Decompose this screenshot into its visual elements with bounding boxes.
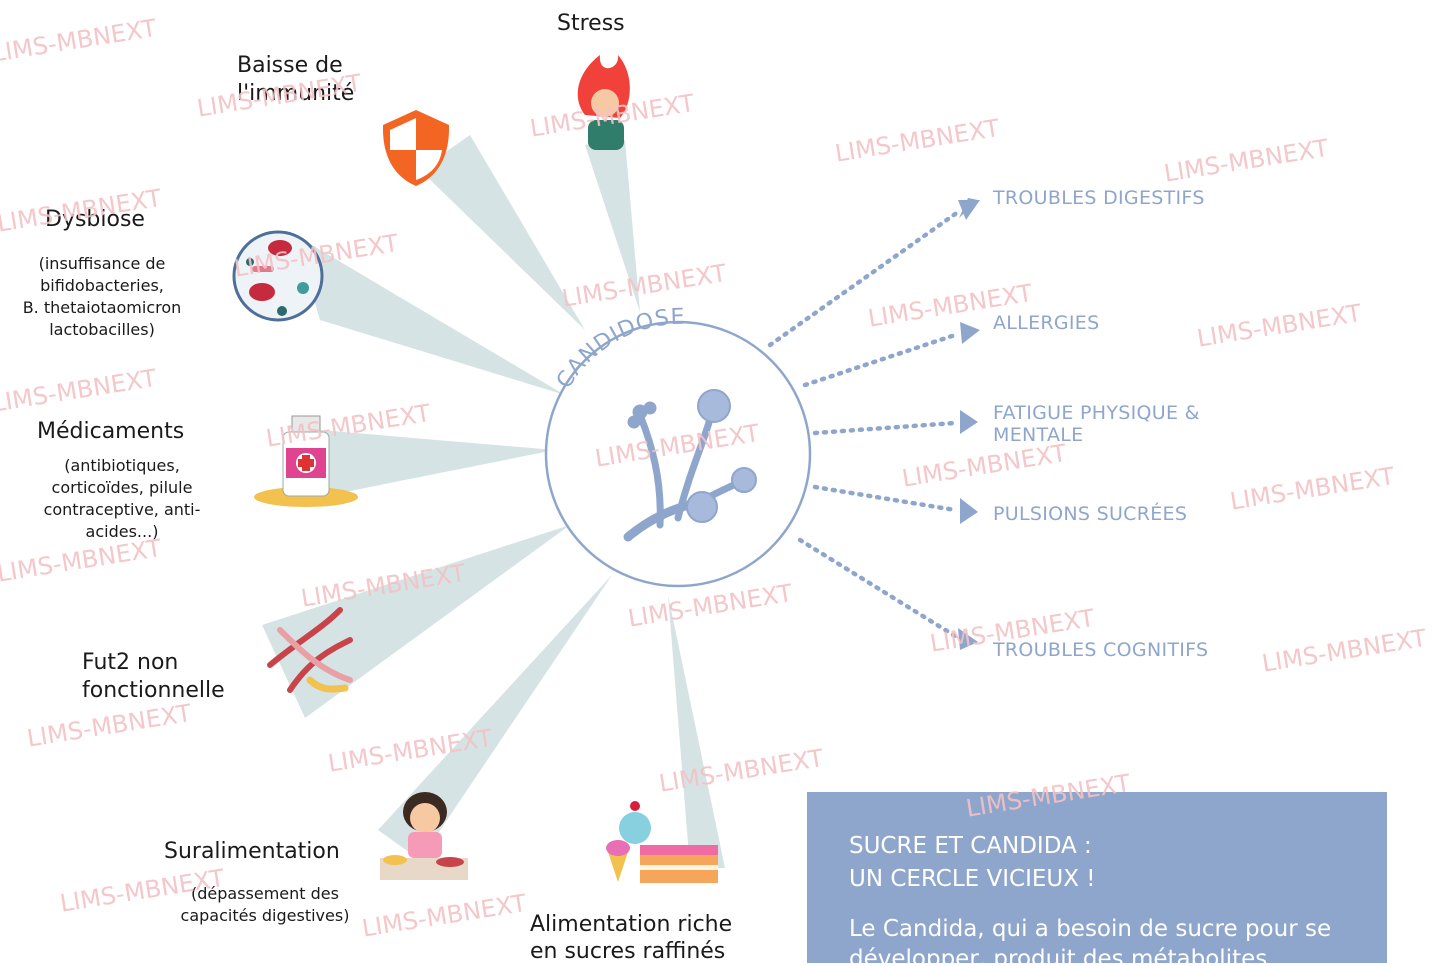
ray-sucres bbox=[668, 595, 725, 868]
ray-fut2 bbox=[262, 525, 570, 718]
suralimentation-detail-line: (dépassement des bbox=[191, 884, 339, 903]
eating-girl-icon bbox=[380, 792, 468, 880]
bacteria-icon bbox=[232, 230, 324, 322]
ray-immunite bbox=[420, 135, 585, 330]
flame-stress-icon bbox=[577, 55, 630, 150]
cause-fut2-title-line1: Fut2 non bbox=[82, 650, 179, 675]
cause-medicaments-title: Médicaments bbox=[37, 419, 185, 444]
info-box-title-line: SUCRE ET CANDIDA : bbox=[849, 833, 1092, 859]
medicaments-detail-line: acides...) bbox=[85, 522, 159, 541]
cause-medicaments-detail: (antibiotiques, corticoïdes, pilule cont… bbox=[22, 455, 222, 543]
cause-fut2-title-line2: fonctionnelle bbox=[82, 678, 225, 703]
effect-fatigue-line1: FATIGUE PHYSIQUE & bbox=[993, 402, 1200, 424]
cause-sucres-title-line2: en sucres raffinés bbox=[530, 939, 726, 964]
cause-immunite-title-line1: Baisse de bbox=[237, 53, 343, 78]
suralimentation-detail-line: capacités digestives) bbox=[180, 906, 350, 925]
effect-allergies: ALLERGIES bbox=[993, 312, 1100, 334]
dna-icon bbox=[267, 607, 353, 693]
cause-rays bbox=[262, 135, 725, 868]
info-box-title: SUCRE ET CANDIDA : UN CERCLE VICIEUX ! bbox=[849, 830, 1179, 896]
dysbiose-detail-line: (insuffisance de bbox=[38, 254, 166, 273]
effect-arrows bbox=[767, 209, 961, 639]
medicaments-detail-line: (antibiotiques, bbox=[64, 456, 180, 475]
effect-troubles-digestifs: TROUBLES DIGESTIFS bbox=[993, 187, 1205, 209]
effect-pulsions-sucrees: PULSIONS SUCRÉES bbox=[993, 503, 1188, 525]
cause-stress-title: Stress bbox=[557, 11, 625, 36]
medicine-bottle-icon bbox=[254, 415, 358, 507]
ray-dysbiose bbox=[295, 235, 565, 395]
candida-fungus-icon bbox=[623, 389, 757, 542]
effect-troubles-cognitifs: TROUBLES COGNITIFS bbox=[993, 639, 1209, 661]
candidose-circle bbox=[544, 320, 812, 588]
ray-suralimentation bbox=[378, 575, 612, 860]
medicaments-detail-line: contraceptive, anti- bbox=[43, 500, 201, 519]
dysbiose-detail-line: B. thetaiotaomicron bbox=[22, 298, 182, 317]
info-box: SUCRE ET CANDIDA : UN CERCLE VICIEUX ! L… bbox=[807, 792, 1387, 963]
cause-dysbiose-detail: (insuffisance de bifidobacteries, B. the… bbox=[0, 253, 204, 341]
info-box-text: Le Candida, qui a besoin de sucre pour s… bbox=[849, 916, 1332, 963]
medicaments-detail-line: corticoïdes, pilule bbox=[51, 478, 193, 497]
shield-icon bbox=[382, 110, 450, 186]
cause-sucres-title-line1: Alimentation riche bbox=[530, 912, 733, 937]
arrow-heads bbox=[958, 198, 980, 650]
effect-fatigue-line2: MENTALE bbox=[993, 424, 1084, 446]
info-box-title-line: UN CERCLE VICIEUX ! bbox=[849, 866, 1096, 892]
cause-dysbiose-title: Dysbiose bbox=[45, 207, 145, 232]
cake-icon bbox=[606, 801, 718, 883]
ray-stress bbox=[585, 140, 640, 312]
cause-immunite-title-line2: l'immunité bbox=[237, 81, 355, 106]
cause-suralimentation-title: Suralimentation bbox=[164, 839, 340, 864]
cause-suralimentation-detail: (dépassement des capacités digestives) bbox=[160, 883, 370, 927]
dysbiose-detail-line: bifidobacteries, bbox=[40, 276, 164, 295]
ray-medicaments bbox=[320, 430, 555, 495]
dysbiose-detail-line: lactobacilles) bbox=[49, 320, 155, 339]
